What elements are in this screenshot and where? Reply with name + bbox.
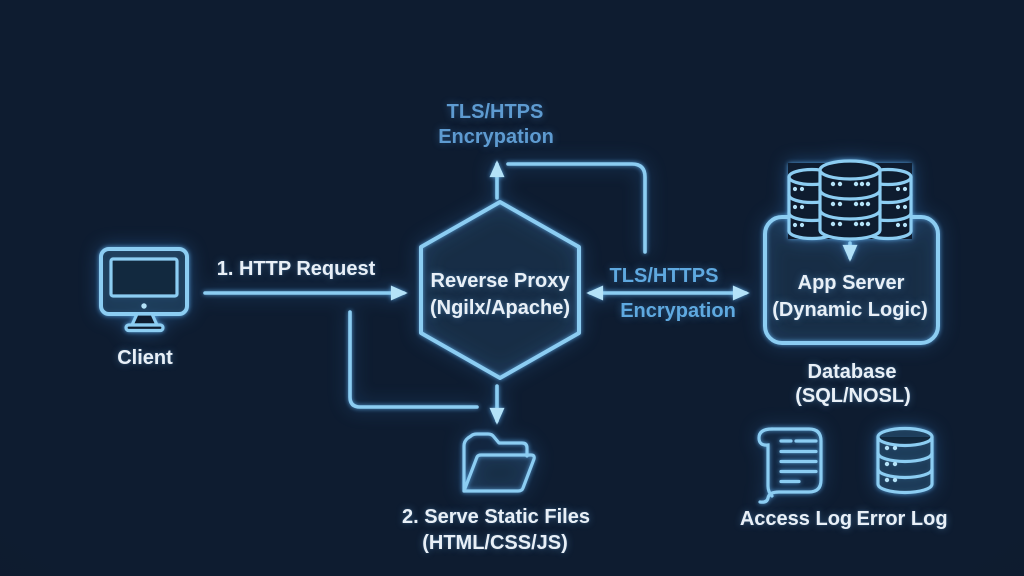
app-server-label-line2: (Dynamic Logic)	[772, 299, 928, 321]
error-log-label: Error Log	[856, 508, 948, 530]
tls-top-label-line2: Encrypation	[438, 126, 554, 148]
access-log-label: Access Log	[739, 508, 853, 530]
app-server-label-line1: App Server	[797, 272, 905, 294]
database-cluster-icon	[787, 159, 913, 241]
serve-static-label-line2: (HTML/CSS/JS)	[422, 532, 568, 554]
scroll-document-icon	[757, 427, 823, 504]
database-label-line2: (SQL/NOSL)	[795, 385, 911, 407]
branch-to-static-elbow	[348, 310, 479, 409]
connector-lines	[203, 160, 858, 425]
folder-icon	[462, 432, 536, 493]
reverse-proxy-label-line1: Reverse Proxy	[430, 270, 570, 292]
tls-mid-label-line1: TLS/HTTPS	[609, 265, 719, 287]
serve-static-label-line1: 2. Serve Static Files	[402, 506, 590, 528]
hexagon-shape	[419, 200, 581, 380]
client-label: Client	[117, 347, 173, 369]
database-label-line1: Database	[807, 361, 897, 383]
tls-mid-label-line2: Encrypation	[620, 300, 736, 322]
tls-top-elbow	[506, 162, 647, 254]
tls-top-label-line1: TLS/HTPS	[446, 101, 544, 123]
monitor-icon	[99, 247, 189, 333]
database-cylinder-icon	[876, 426, 934, 495]
reverse-proxy-label-line2: (Ngilx/Apache)	[429, 297, 571, 319]
http-request-label: 1. HTTP Request	[216, 258, 376, 280]
